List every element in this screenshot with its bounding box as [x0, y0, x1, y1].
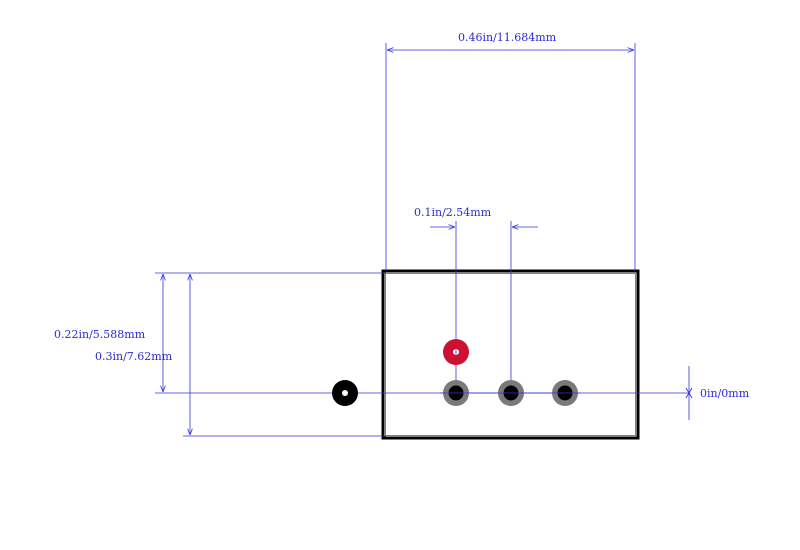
component-outline-inner — [385, 273, 636, 436]
pad-mounting — [332, 380, 358, 406]
pad-mounting-hole — [342, 390, 348, 396]
pad-red — [443, 339, 469, 365]
pitch-dimension-label: 0.1in/2.54mm — [414, 206, 492, 219]
component-outline — [381, 269, 640, 440]
height-large-label: 0.3in/7.62mm — [95, 350, 173, 363]
width-dimension-label: 0.46in/11.684mm — [458, 31, 557, 44]
height-small-label: 0.22in/5.588mm — [54, 328, 146, 341]
zero-arrow-bottom — [685, 392, 693, 399]
zero-dimension-label: 0in/0mm — [700, 387, 750, 400]
